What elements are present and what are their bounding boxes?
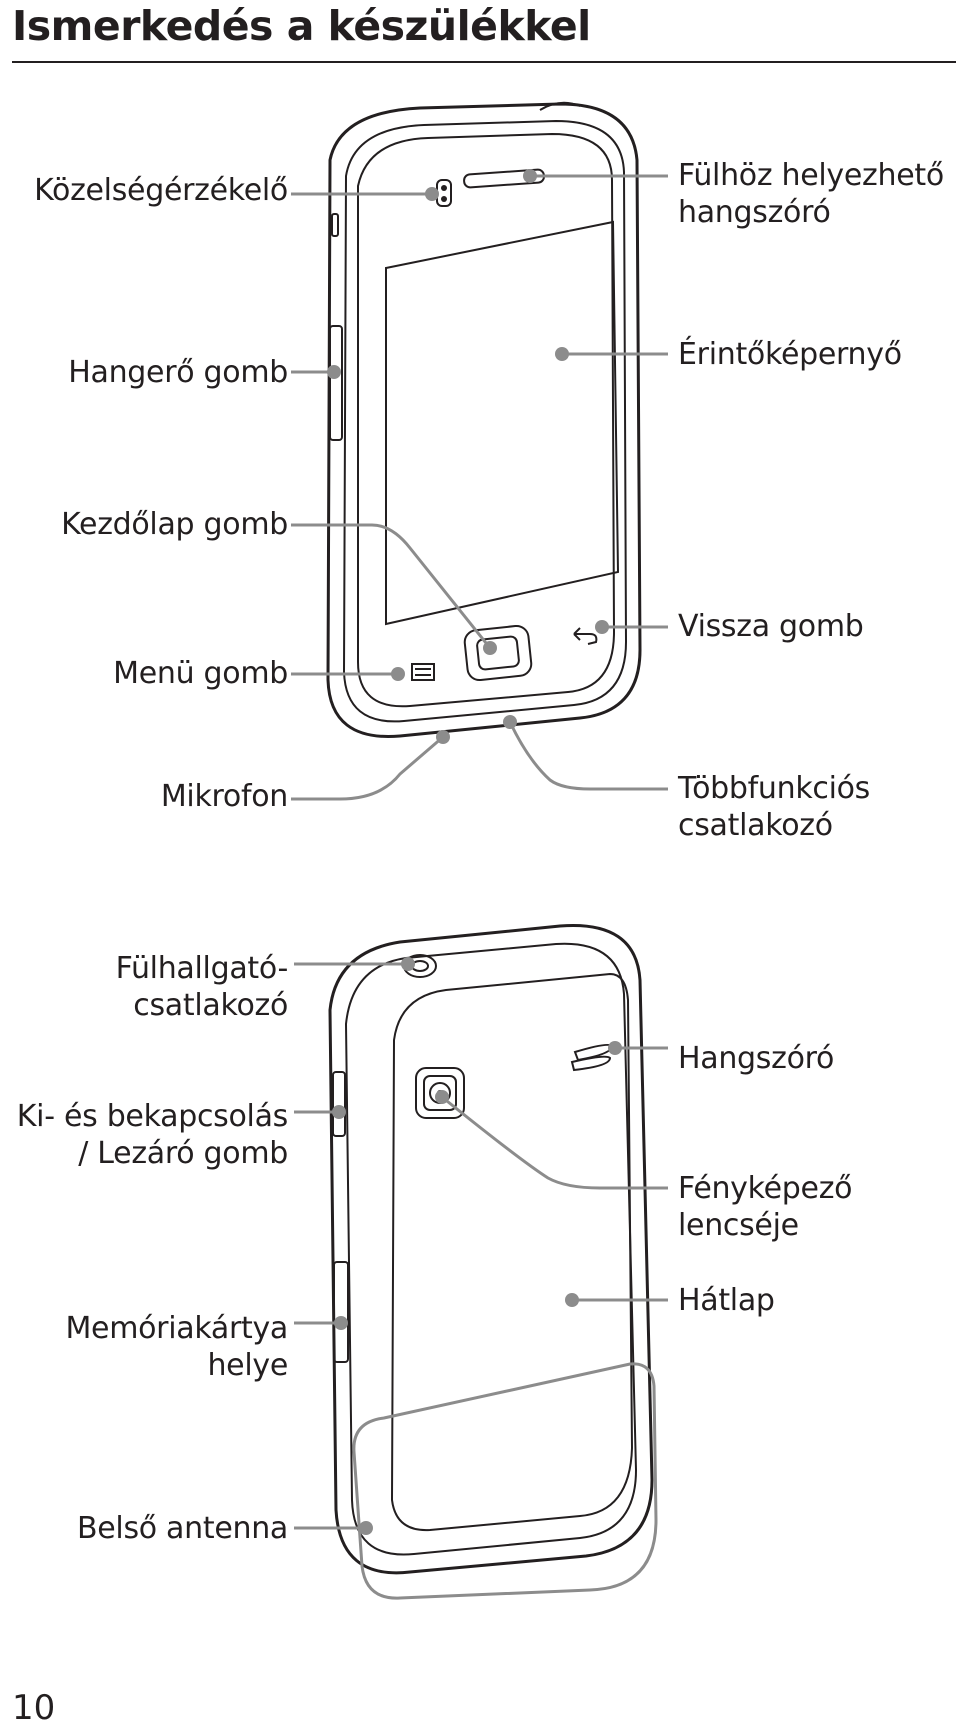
- label-multipurpose-jack: Többfunkciós csatlakozó: [678, 771, 871, 843]
- title-rule: [12, 61, 956, 63]
- label-touchscreen: Érintőképernyő: [678, 337, 902, 372]
- home-square-icon[interactable]: [463, 624, 533, 682]
- label-headset-jack: Fülhallgató- csatlakozó: [115, 951, 289, 1023]
- page-title: Ismerkedés a készülékkel: [12, 2, 591, 50]
- label-back-cover: Hátlap: [678, 1283, 775, 1318]
- back-arrow-icon[interactable]: [573, 627, 598, 645]
- page-number: 10: [12, 1688, 56, 1728]
- touchscreen[interactable]: [385, 220, 620, 626]
- antenna-area: [352, 1362, 658, 1600]
- label-camera-lens: Fényképező lencséje: [678, 1171, 853, 1243]
- power-key[interactable]: [332, 1071, 346, 1137]
- label-back-button: Vissza gomb: [678, 609, 864, 644]
- label-internal-antenna: Belső antenna: [76, 1511, 288, 1546]
- label-home-button: Kezdőlap gomb: [61, 507, 288, 542]
- label-speaker: Hangszóró: [678, 1041, 835, 1076]
- volume-key[interactable]: [329, 325, 343, 441]
- memory-card-slot-cover: [333, 1261, 349, 1363]
- label-memory-card-slot: Memóriakártya helye: [65, 1311, 288, 1383]
- back-phone: [328, 923, 658, 1600]
- label-volume-button: Hangerő gomb: [68, 355, 288, 390]
- back-leaders: [294, 957, 668, 1535]
- label-microphone: Mikrofon: [160, 779, 288, 814]
- label-menu-button: Menü gomb: [113, 656, 288, 691]
- label-proximity-sensor: Közelségérzékelő: [34, 173, 288, 208]
- menu-lines-icon[interactable]: [411, 663, 435, 681]
- front-phone: [326, 101, 642, 739]
- label-earpiece: Fülhöz helyezhető hangszóró: [678, 158, 944, 230]
- proximity-sensor: [436, 179, 452, 207]
- front-leaders: [291, 169, 668, 801]
- label-power-key: Ki- és bekapcsolás / Lezáró gomb: [16, 1099, 289, 1171]
